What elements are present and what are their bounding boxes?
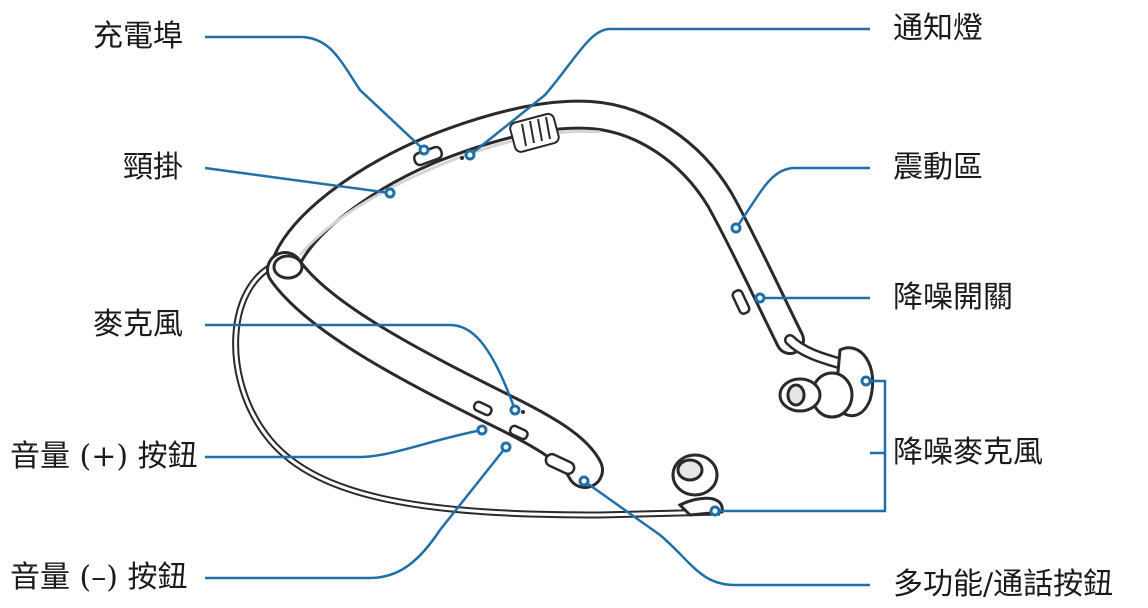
label-noise-cancel-switch: 降噪開關	[893, 280, 1013, 316]
neckband-joint	[274, 256, 302, 278]
callout-volume-up	[205, 430, 482, 457]
label-microphone: 麥克風	[93, 307, 183, 343]
label-notification-light: 通知燈	[893, 11, 983, 47]
label-volume-down: 音量 (–) 按鈕	[10, 560, 187, 596]
label-volume-up: 音量 (+) 按鈕	[10, 439, 198, 475]
label-vibration-area: 震動區	[893, 150, 983, 186]
label-neckband: 頸掛	[123, 150, 183, 186]
callout-vibration-area	[736, 168, 870, 228]
callout-multifunction	[584, 481, 870, 585]
label-noise-cancel-microphone: 降噪麥克風	[893, 435, 1043, 471]
noise-cancel-switch-slot	[731, 289, 750, 315]
label-charging-port: 充電埠	[93, 19, 183, 55]
label-multifunction-call-button: 多功能/通話按鈕	[893, 567, 1113, 603]
callout-charging-port	[205, 37, 424, 150]
callout-noise-cancel-mic-bracket	[870, 381, 885, 511]
microphone-hole	[521, 410, 525, 414]
